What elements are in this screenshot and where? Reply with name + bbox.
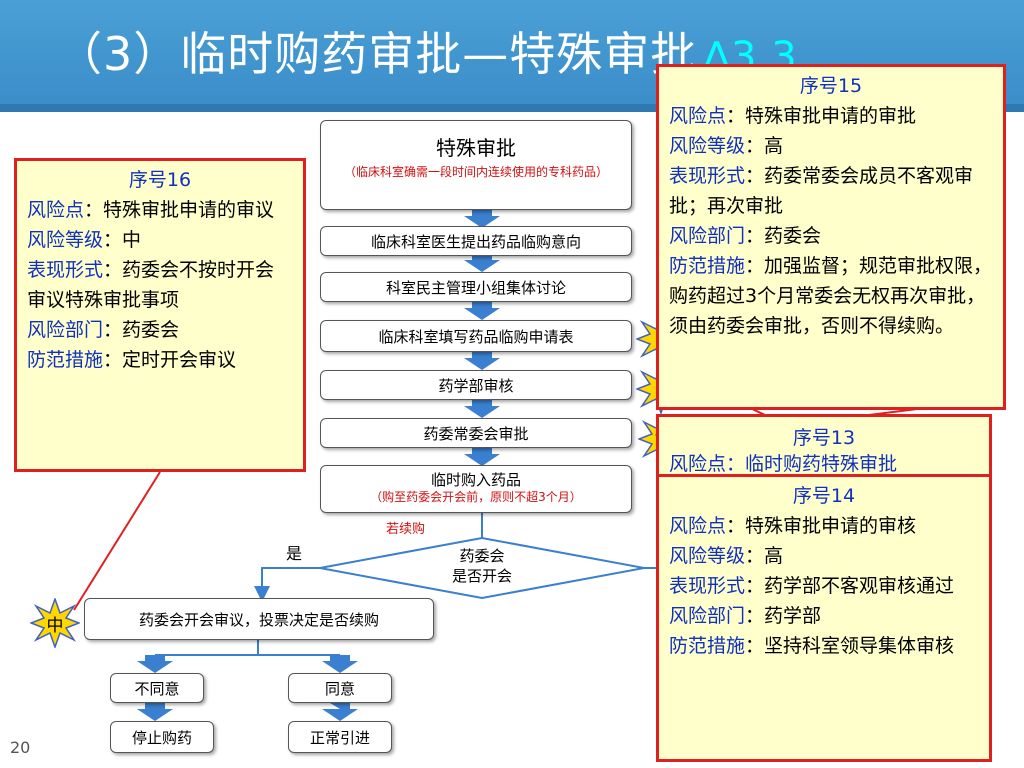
risk-note-14-prevention: 防范措施：坚持科室领导集体审核: [669, 631, 979, 661]
risk-note-15-form: 表现形式：药委常委会成员不客观审批；再次审批: [669, 161, 993, 221]
risk-note-15-dept-val: ：药委会: [745, 225, 822, 247]
flow-step-committee-approval-label: 药委常委会审批: [423, 424, 529, 443]
risk-note-15-prevention: 防范措施：加强监督；规范审批权限，购药超过3个月常委会无权再次审批，须由药委会审…: [669, 251, 993, 341]
flow-step-group-discussion-label: 科室民主管理小组集体讨论: [385, 278, 566, 297]
flow-step-committee-approval: 药委常委会审批: [320, 418, 632, 448]
flow-committee-meeting-label: 药委会开会审议，投票决定是否续购: [138, 610, 379, 629]
flow-stop-purchase: 停止购药: [110, 721, 214, 753]
risk-note-15-risk-val: ：特殊审批申请的审批: [726, 105, 917, 127]
risk-note-16-header: 序号16: [128, 169, 192, 191]
flow-step-temp-purchase: 临时购入药品 （购至药委会开会前，原则不超3个月）: [320, 465, 632, 513]
risk-note-15-risk: 风险点：特殊审批申请的审批: [669, 101, 993, 131]
risk-note-14-header: 序号14: [792, 485, 856, 507]
risk-note-14-prev-key: 防范措施: [669, 635, 746, 657]
risk-note-14-dept-val: ：药学部: [745, 605, 822, 627]
risk-note-16-prev-key: 防范措施: [27, 349, 104, 371]
risk-note-15-level-val: ：高: [745, 135, 784, 157]
risk-note-14-level: 风险等级：高: [669, 541, 979, 571]
risk-note-14-prev-val: ：坚持科室领导集体审核: [745, 635, 955, 657]
decision-label: 药委会 是否开会: [451, 547, 512, 585]
flow-step-group-discussion: 科室民主管理小组集体讨论: [320, 272, 632, 302]
continue-purchase-label: 若续购: [386, 522, 426, 537]
risk-note-13-risk: 风险点：临时购药特殊审批: [669, 453, 898, 475]
risk-note-16-risk-val: ：特殊审批申请的审议: [84, 199, 275, 221]
flow-agree-label: 同意: [324, 679, 355, 698]
risk-note-16-prevention: 防范措施：定时开会审议: [27, 345, 293, 375]
flow-step-fill-form: 临床科室填写药品临购申请表: [320, 320, 632, 352]
flow-committee-meeting: 药委会开会审议，投票决定是否续购: [84, 598, 434, 640]
risk-note-16-prev-val: ：定时开会审议: [103, 349, 237, 371]
risk-note-16-risk: 风险点：特殊审批申请的审议: [27, 195, 293, 225]
risk-note-14-risk: 风险点：特殊审批申请的审核: [669, 511, 979, 541]
risk-note-16-dept-val: ：药委会: [103, 319, 180, 341]
risk-note-14: 序号14 风险点：特殊审批申请的审核 风险等级：高 表现形式：药学部不客观审核通…: [656, 474, 992, 762]
flow-start-special-approval: 特殊审批 （临床科室确需一段时间内连续使用的专科药品）: [320, 120, 632, 210]
risk-note-14-dept: 风险部门：药学部: [669, 601, 979, 631]
risk-note-15-level: 风险等级：高: [669, 131, 993, 161]
risk-note-15-form-key: 表现形式: [669, 165, 746, 187]
flow-start-subtitle: （临床科室确需一段时间内连续使用的专科药品）: [343, 165, 608, 179]
risk-note-15-prev-key: 防范措施: [669, 255, 746, 277]
flow-step-doctor-intent-label: 临床科室医生提出药品临购意向: [370, 232, 581, 251]
flow-start-title: 特殊审批: [436, 136, 516, 160]
decision-diamond: [319, 536, 645, 600]
risk-note-15-level-key: 风险等级: [669, 135, 746, 157]
slide-number: 20: [10, 738, 31, 757]
flow-disagree: 不同意: [110, 673, 204, 703]
risk-note-14-form: 表现形式：药学部不客观审核通过: [669, 571, 979, 601]
risk-note-15-dept: 风险部门：药委会: [669, 221, 993, 251]
risk-note-15-form-val: ：药委常委会成员不客观审批；再次审批: [669, 165, 974, 217]
slide-title-text: （3）临时购药审批—特殊审批: [56, 27, 698, 81]
risk-note-16-dept: 风险部门：药委会: [27, 315, 293, 345]
step-arrows: [137, 210, 500, 721]
risk-note-14-form-val: ：药学部不客观审核通过: [745, 575, 955, 597]
risk-note-16-dept-key: 风险部门: [27, 319, 104, 341]
risk-note-15-dept-key: 风险部门: [669, 225, 746, 247]
risk-note-14-risk-val: ：特殊审批申请的审核: [726, 515, 917, 537]
flow-step-temp-purchase-title: 临时购入药品: [430, 471, 521, 489]
risk-badge-mid: 中: [30, 598, 80, 648]
risk-badge-mid-label: 中: [46, 615, 64, 636]
flow-step-pharmacy-review: 药学部审核: [320, 370, 632, 400]
risk-note-15: 序号15 风险点：特殊审批申请的审批 风险等级：高 表现形式：药委常委会成员不客…: [656, 64, 1006, 410]
flow-disagree-label: 不同意: [134, 679, 180, 698]
flow-stop-purchase-label: 停止购药: [131, 728, 192, 747]
risk-note-16-form-val: ：药委会不按时开会审议特殊审批事项: [27, 259, 275, 311]
risk-note-13-header: 序号13: [792, 427, 856, 449]
risk-note-16-risk-key: 风险点: [27, 199, 85, 221]
flow-step-fill-form-label: 临床科室填写药品临购申请表: [378, 327, 574, 346]
risk-note-16-level: 风险等级：中: [27, 225, 293, 255]
risk-note-14-level-key: 风险等级: [669, 545, 746, 567]
header-divider: [0, 104, 1024, 112]
risk-note-14-level-val: ：高: [745, 545, 784, 567]
risk-note-14-form-key: 表现形式: [669, 575, 746, 597]
slide-title: （3）临时购药审批—特殊审批∆3.3: [56, 18, 798, 84]
risk-note-15-risk-key: 风险点: [669, 105, 727, 127]
flow-agree: 同意: [288, 673, 392, 703]
risk-note-14-risk-key: 风险点: [669, 515, 727, 537]
risk-note-16-level-key: 风险等级: [27, 229, 104, 251]
flow-normal-introduction: 正常引进: [288, 721, 392, 753]
risk-note-16: 序号16 风险点：特殊审批申请的审议 风险等级：中 表现形式：药委会不按时开会审…: [14, 158, 306, 472]
risk-note-14-dept-key: 风险部门: [669, 605, 746, 627]
star-burst-icon: [30, 598, 80, 648]
risk-note-16-form-key: 表现形式: [27, 259, 104, 281]
flow-step-doctor-intent: 临床科室医生提出药品临购意向: [320, 226, 632, 256]
flow-step-temp-purchase-sub: （购至药委会开会前，原则不超3个月）: [370, 490, 582, 504]
flow-normal-introduction-label: 正常引进: [309, 728, 370, 747]
risk-note-15-header: 序号15: [799, 75, 863, 97]
risk-note-15-prev-val: ：加强监督；规范审批权限，购药超过3个月常委会无权再次审批，须由药委会审批，否则…: [669, 255, 993, 337]
risk-note-16-form: 表现形式：药委会不按时开会审议特殊审批事项: [27, 255, 293, 315]
risk-note-16-level-val: ：中: [103, 229, 142, 251]
yes-label: 是: [286, 544, 303, 563]
flow-step-pharmacy-review-label: 药学部审核: [438, 376, 514, 395]
